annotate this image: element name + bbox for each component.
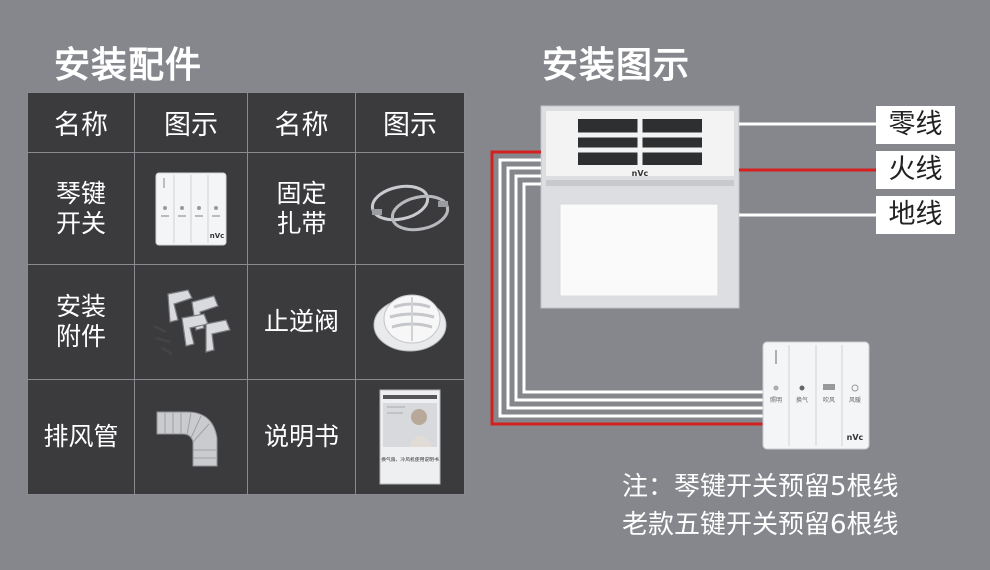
switch-brand-logo: nVc [847,433,864,442]
table-row: 排风管 说明书 换气扇、冷风机使用说明书 [27,379,465,495]
wall-switch-panel: 照明 换气 吹风 风暖 nVc [762,341,870,450]
switch-label-vent: 换气 [796,396,808,404]
svg-text:nVc: nVc [210,232,225,240]
header-name-1: 名称 [27,92,135,153]
mounting-brackets-icon [134,264,248,380]
switch-label-heat: 风暖 [849,396,861,404]
wire-to-switch-2 [498,158,764,418]
rocker-switch-icon: nVc [134,152,248,265]
bathroom-heater-unit: nVc [540,105,740,309]
heater-brand-logo: nVc [632,169,649,178]
parts-section-title: 安装配件 [54,45,203,86]
wire-to-switch-5 [522,182,764,394]
ground-wire-label: 地线 [876,196,955,234]
exhaust-duct-icon [134,379,248,495]
manual-booklet-icon: 换气扇、冷风机使用说明书 [355,379,465,495]
part-name-mounting-kit: 安装附件 [27,264,135,380]
table-row: 琴键开关 nVc 固定扎带 [27,152,465,265]
manual-cover-text: 换气扇、冷风机使用说明书 [381,456,439,463]
switch-label-blow: 吹风 [823,396,835,404]
wire-to-switch-4 [514,174,764,402]
part-name-manual: 说明书 [247,379,356,495]
wire-to-switch-3 [506,166,764,410]
header-image-2: 图示 [355,92,465,153]
live-wire-to-switch [490,150,764,426]
part-name-exhaust-duct: 排风管 [27,379,135,495]
neutral-wire-label: 零线 [876,106,955,144]
diagram-section-title: 安装图示 [542,45,691,86]
part-name-check-valve: 止逆阀 [247,264,356,380]
table-header-row: 名称 图示 名称 图示 [27,92,465,153]
cable-tie-icon [355,152,465,265]
note-line-1: 注：琴键开关预留5根线 [622,472,899,502]
table-row: 安装附件 止逆阀 [27,264,465,380]
note-line-2: 老款五键开关预留6根线 [622,510,899,540]
parts-table: 名称 图示 名称 图示 琴键开关 nVc 固定扎带 [27,92,465,495]
live-wire-label: 火线 [876,151,955,189]
part-name-cable-tie: 固定扎带 [247,152,356,265]
switch-label-light: 照明 [770,397,782,404]
header-image-1: 图示 [134,92,248,153]
check-valve-icon [355,264,465,380]
